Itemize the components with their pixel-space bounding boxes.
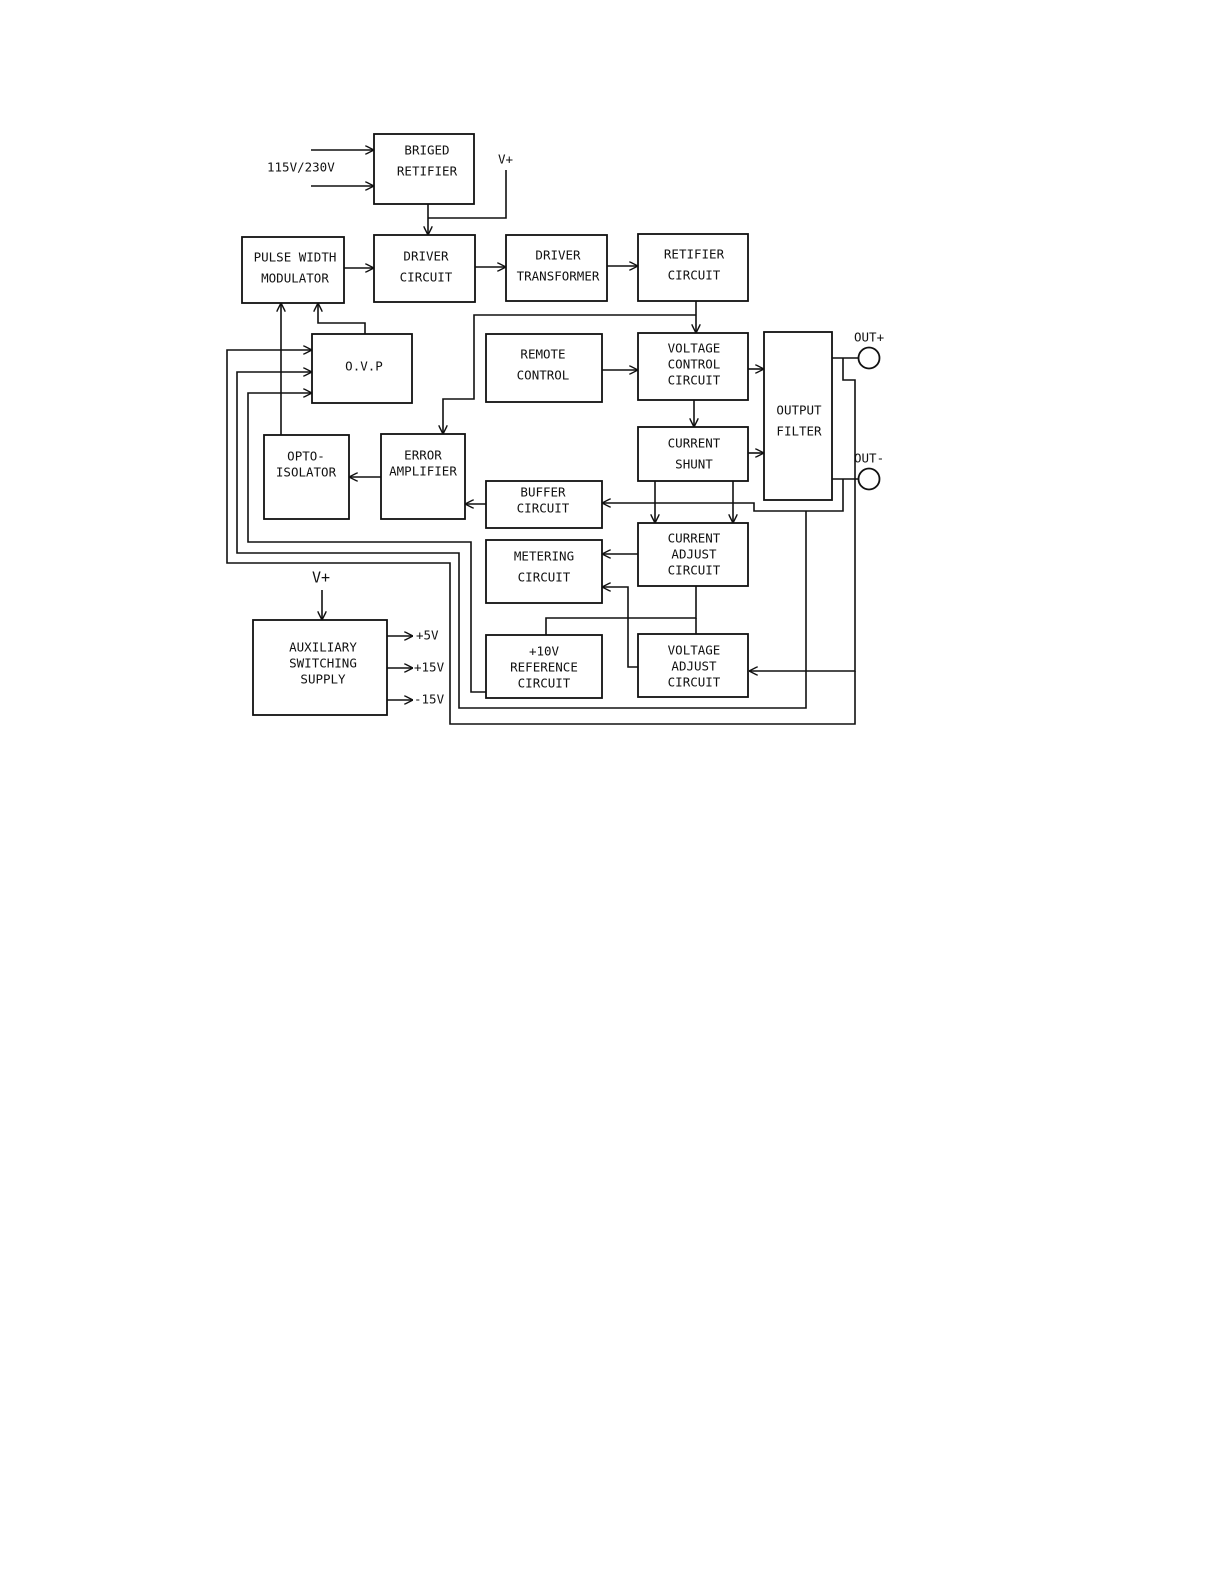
out-minus-terminal — [857, 467, 881, 491]
outminus-to-buffer-wire — [602, 479, 844, 512]
block-label: CURRENT — [668, 531, 721, 546]
block-label: VOLTAGE — [668, 341, 721, 356]
auxiliary-switching-supply-block: AUXILIARY SWITCHING SUPPLY — [252, 619, 388, 716]
block-label: OUTPUT — [776, 403, 822, 418]
opto-isolator-block: OPTO- ISOLATOR — [263, 434, 350, 520]
block-label: DRIVER — [403, 249, 449, 264]
block-label: PULSE WIDTH — [254, 250, 337, 265]
block-label: CONTROL — [517, 368, 570, 383]
block-label: MODULATOR — [261, 271, 329, 286]
block-label: CIRCUIT — [400, 270, 453, 285]
reference-feed-wire — [545, 586, 697, 635]
vplus-top-label: V+ — [498, 152, 513, 167]
reference-circuit-block: +10V REFERENCE CIRCUIT — [485, 634, 603, 699]
ovp-feedback-wire-1 — [226, 350, 856, 725]
driver-circuit-block: DRIVER CIRCUIT — [373, 234, 476, 303]
aux-neg15v-label: -15V — [414, 692, 445, 707]
bridge-rectifier-block: BRIGED RETIFIER — [373, 133, 475, 205]
block-label: ERROR — [404, 448, 442, 463]
vplus-wire — [428, 170, 507, 219]
block-label: REMOTE — [520, 347, 565, 362]
block-label: VOLTAGE — [668, 643, 721, 658]
block-label: CIRCUIT — [668, 563, 721, 578]
block-label: ADJUST — [671, 547, 717, 562]
vadjust-to-metering-wire — [602, 587, 638, 668]
outplus-to-vadjust-wire — [749, 358, 856, 671]
pulse-width-modulator-block: PULSE WIDTH MODULATOR — [241, 236, 345, 304]
block-label: CURRENT — [668, 436, 721, 451]
block-label: CONTROL — [668, 357, 721, 372]
metering-circuit-block: METERING CIRCUIT — [485, 539, 603, 604]
block-label: CIRCUIT — [518, 570, 571, 585]
block-label: CIRCUIT — [668, 268, 721, 283]
driver-transformer-block: DRIVER TRANSFORMER — [505, 234, 608, 302]
out-plus-terminal — [857, 346, 881, 370]
block-label: CIRCUIT — [517, 501, 570, 516]
block-label: OPTO- — [287, 449, 325, 464]
block-label: SWITCHING — [289, 656, 357, 671]
block-label: CIRCUIT — [668, 675, 721, 690]
block-label: TRANSFORMER — [517, 269, 600, 284]
aux-15v-label: +15V — [414, 660, 445, 675]
block-label: AUXILIARY — [289, 640, 357, 655]
block-label: BRIGED — [404, 143, 449, 158]
block-label: REFERENCE — [510, 660, 578, 675]
ovp-block: O.V.P — [311, 333, 413, 404]
block-label: CIRCUIT — [518, 676, 571, 691]
block-label: SHUNT — [675, 457, 713, 472]
block-label: METERING — [514, 549, 574, 564]
vplus-aux-label: V+ — [312, 569, 330, 587]
block-label: DRIVER — [535, 248, 581, 263]
block-label: ISOLATOR — [276, 465, 337, 480]
block-label: ADJUST — [671, 659, 717, 674]
remote-control-block: REMOTE CONTROL — [485, 333, 603, 403]
block-label: CIRCUIT — [668, 373, 721, 388]
ac-input-label: 115V/230V — [267, 160, 335, 175]
out-plus-label: OUT+ — [854, 330, 884, 345]
current-shunt-block: CURRENT SHUNT — [637, 426, 749, 482]
block-label: SUPPLY — [300, 672, 346, 687]
current-adjust-circuit-block: CURRENT ADJUST CIRCUIT — [637, 522, 749, 587]
error-amplifier-block: ERROR AMPLIFIER — [380, 433, 466, 520]
rectifier-to-error-amp-wire — [443, 314, 696, 434]
block-label: FILTER — [776, 424, 822, 439]
out-minus-label: OUT- — [854, 451, 884, 466]
ovp-feedback-wire-2 — [236, 372, 807, 709]
block-label: +10V — [529, 644, 560, 659]
connections — [226, 150, 858, 725]
block-label: AMPLIFIER — [389, 464, 457, 479]
ovp-feedback-wire-3 — [247, 393, 486, 693]
output-filter-block: OUTPUT FILTER — [763, 331, 833, 501]
aux-5v-label: +5V — [416, 628, 439, 643]
block-label: BUFFER — [520, 485, 566, 500]
block-label: O.V.P — [345, 359, 383, 374]
block-label: RETIFIER — [664, 247, 725, 262]
rectifier-circuit-block: RETIFIER CIRCUIT — [637, 233, 749, 302]
voltage-control-circuit-block: VOLTAGE CONTROL CIRCUIT — [637, 332, 749, 401]
ovp-to-pwm-wire — [318, 303, 366, 334]
block-label: RETIFIER — [397, 164, 458, 179]
buffer-circuit-block: BUFFER CIRCUIT — [485, 480, 603, 529]
voltage-adjust-circuit-block: VOLTAGE ADJUST CIRCUIT — [637, 633, 749, 698]
